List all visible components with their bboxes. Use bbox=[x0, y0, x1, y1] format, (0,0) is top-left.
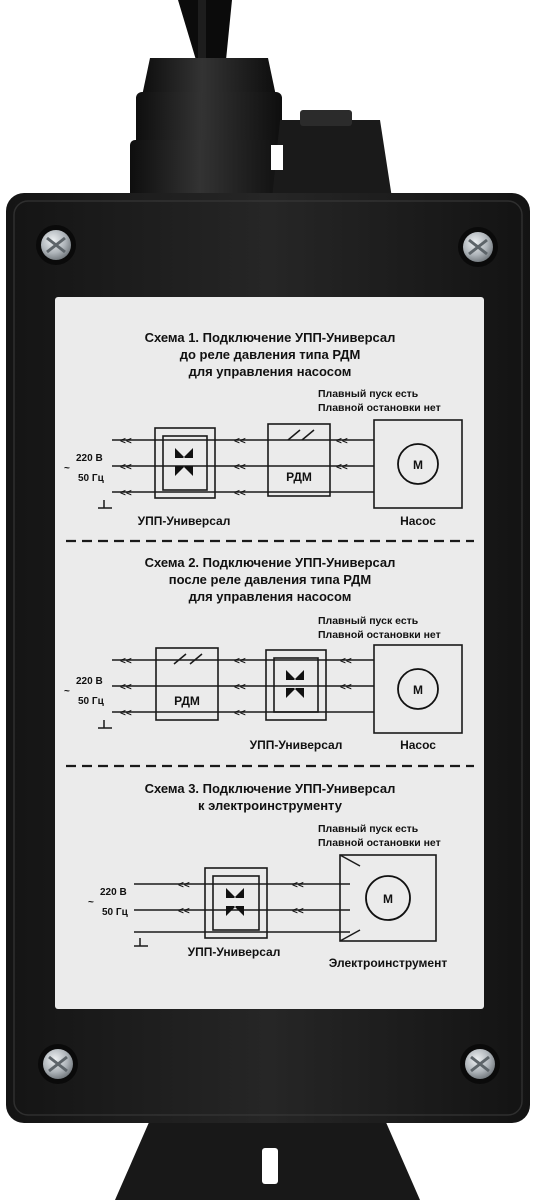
svg-text:<<: << bbox=[292, 906, 304, 917]
scheme-2-note-line1: Плавный пуск есть bbox=[318, 615, 419, 627]
scheme-3-motor-symbol: М bbox=[339, 854, 437, 942]
svg-text:<<: << bbox=[336, 462, 348, 473]
bottom-mount-tab bbox=[115, 1120, 420, 1200]
scheme-3-note-line1: Плавный пуск есть bbox=[318, 823, 419, 835]
screw-top-right bbox=[458, 227, 498, 267]
scheme-3-softstarter-symbol bbox=[204, 867, 268, 939]
svg-text:<<: << bbox=[234, 656, 246, 667]
top-mount-tab bbox=[271, 110, 392, 198]
scheme-3-title-line2: к электроинструменту bbox=[198, 798, 343, 813]
scheme-2: Схема 2. Подключение УПП-Универсал после… bbox=[64, 555, 463, 752]
scheme-3: Схема 3. Подключение УПП-Универсал к эле… bbox=[88, 781, 447, 970]
scheme-2-title-line2: после реле давления типа РДМ bbox=[169, 572, 372, 587]
power-cable bbox=[178, 0, 232, 60]
scheme-1-title-line1: Схема 1. Подключение УПП-Универсал bbox=[145, 330, 396, 345]
screw-bottom-left bbox=[38, 1044, 78, 1084]
scheme-1-relay-symbol: РДМ bbox=[267, 423, 331, 497]
svg-text:<<: << bbox=[120, 682, 132, 693]
scheme-2-relay-label: РДМ bbox=[174, 694, 200, 708]
scheme-2-note-line2: Плавной остановки нет bbox=[318, 629, 441, 641]
svg-text:<<: << bbox=[292, 880, 304, 891]
svg-text:<<: << bbox=[234, 462, 246, 473]
scheme-1-device-caption: УПП-Универсал bbox=[138, 514, 231, 528]
svg-text:<<: << bbox=[234, 488, 246, 499]
scheme-3-wiring: << << << << bbox=[134, 880, 350, 947]
scheme-1: Схема 1. Подключение УПП-Универсал до ре… bbox=[64, 330, 463, 528]
svg-text:<<: << bbox=[120, 462, 132, 473]
svg-text:<<: << bbox=[120, 708, 132, 719]
scheme-1-note-line2: Плавной остановки нет bbox=[318, 402, 441, 414]
svg-text:<<: << bbox=[234, 436, 246, 447]
svg-text:<<: << bbox=[234, 682, 246, 693]
svg-text:<<: << bbox=[336, 436, 348, 447]
svg-text:<<: << bbox=[120, 436, 132, 447]
scheme-1-frequency: 50 Гц bbox=[78, 473, 105, 484]
scheme-3-frequency: 50 Гц bbox=[102, 907, 129, 918]
scheme-3-tilde: ~ bbox=[88, 897, 94, 908]
scheme-2-device-caption: УПП-Универсал bbox=[250, 738, 343, 752]
scheme-1-load-caption: Насос bbox=[400, 514, 436, 528]
scheme-2-tilde: ~ bbox=[64, 686, 70, 697]
scheme-3-title-line1: Схема 3. Подключение УПП-Универсал bbox=[145, 781, 396, 796]
scheme-2-motor-symbol: М bbox=[373, 644, 463, 734]
scheme-2-title-line3: для управления насосом bbox=[189, 589, 352, 604]
scheme-1-tilde: ~ bbox=[64, 463, 70, 474]
svg-text:<<: << bbox=[340, 682, 352, 693]
scheme-3-load-caption: Электроинструмент bbox=[329, 956, 448, 970]
scheme-3-note-line2: Плавной остановки нет bbox=[318, 837, 441, 849]
scheme-2-softstarter-symbol bbox=[265, 649, 327, 721]
cable-gland bbox=[130, 58, 286, 200]
svg-text:<<: << bbox=[178, 906, 190, 917]
svg-text:<<: << bbox=[120, 656, 132, 667]
scheme-2-load-caption: Насос bbox=[400, 738, 436, 752]
scheme-3-motor-label: М bbox=[383, 892, 393, 906]
scheme-1-title-line2: до реле давления типа РДМ bbox=[180, 347, 361, 362]
screw-bottom-right bbox=[460, 1044, 500, 1084]
scheme-1-motor-label: М bbox=[413, 458, 423, 472]
scheme-2-voltage: 220 В bbox=[76, 676, 103, 687]
scheme-1-motor-symbol: М bbox=[373, 419, 463, 509]
scheme-3-voltage: 220 В bbox=[100, 887, 127, 898]
svg-text:<<: << bbox=[234, 708, 246, 719]
scheme-2-title-line1: Схема 2. Подключение УПП-Универсал bbox=[145, 555, 396, 570]
scheme-1-softstarter-symbol bbox=[154, 427, 216, 499]
scheme-1-title-line3: для управления насосом bbox=[189, 364, 352, 379]
svg-text:<<: << bbox=[120, 488, 132, 499]
scheme-1-voltage: 220 В bbox=[76, 453, 103, 464]
scheme-2-frequency: 50 Гц bbox=[78, 696, 105, 707]
scheme-2-relay-symbol: РДМ bbox=[155, 647, 219, 721]
scheme-3-device-caption: УПП-Универсал bbox=[188, 945, 281, 959]
scheme-1-note-line1: Плавный пуск есть bbox=[318, 388, 419, 400]
scheme-2-motor-label: М bbox=[413, 683, 423, 697]
scheme-1-relay-label: РДМ bbox=[286, 470, 312, 484]
svg-text:<<: << bbox=[178, 880, 190, 891]
screw-top-left bbox=[36, 225, 76, 265]
svg-text:<<: << bbox=[340, 656, 352, 667]
